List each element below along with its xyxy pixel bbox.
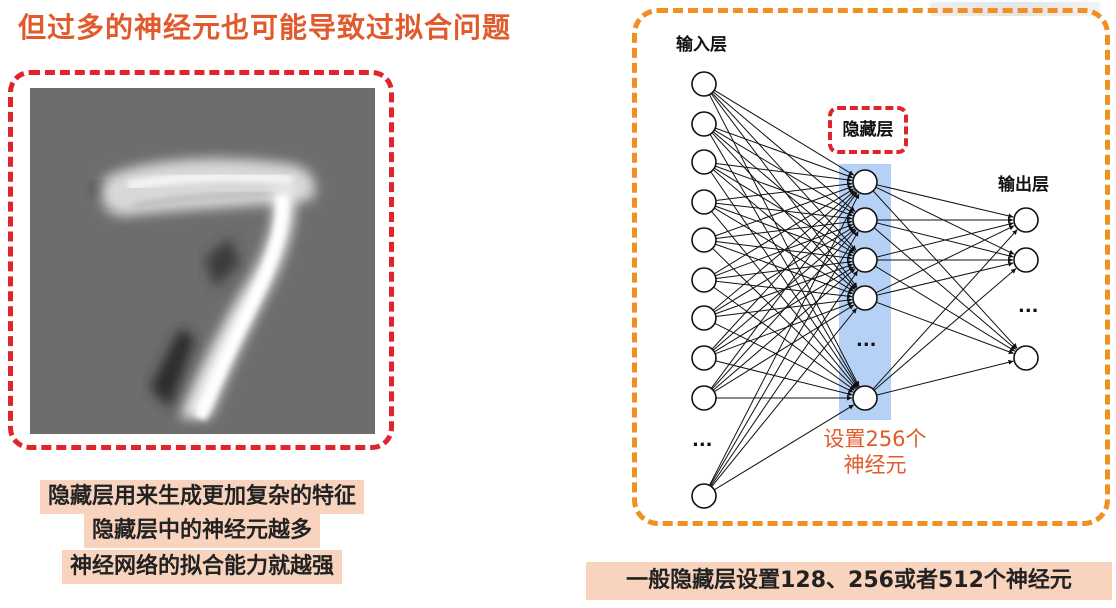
input-hidden-connection <box>712 91 856 212</box>
input-hidden-connection <box>715 297 853 317</box>
input-hidden-connection <box>714 188 855 275</box>
input-neuron <box>691 149 717 175</box>
neuron-count-note-line-2: 神经元 <box>843 453 907 477</box>
hidden-output-connection <box>873 227 1017 350</box>
hidden-neuron <box>852 207 878 233</box>
network-frame <box>632 8 1110 526</box>
hidden-output-connection <box>872 190 1018 349</box>
input-hidden-connection <box>713 304 855 393</box>
neuron-count-note: 设置256个 神经元 <box>790 426 960 478</box>
input-hidden-connection <box>715 181 853 201</box>
output-neuron <box>1013 345 1039 371</box>
output-neuron <box>1013 207 1039 233</box>
hidden-neuron <box>852 247 878 273</box>
input-neuron <box>691 345 717 371</box>
input-hidden-connection <box>713 286 855 391</box>
input-neuron <box>691 267 717 293</box>
hidden-output-connection <box>873 268 1017 391</box>
input-hidden-connection <box>711 210 858 389</box>
left-caption-line-3: 神经网络的拟合能力就越强 <box>0 550 404 584</box>
input-hidden-connection <box>712 248 857 390</box>
input-hidden-connection <box>709 94 860 387</box>
neural-network-diagram <box>691 71 1039 509</box>
input-hidden-connection <box>710 270 859 487</box>
input-hidden-connection <box>715 163 853 183</box>
input-hidden-connection <box>711 229 857 390</box>
hidden-output-connection <box>876 359 1014 396</box>
left-caption-line-1: 隐藏层用来生成更加复杂的特征 <box>0 480 404 514</box>
hidden-output-connection <box>875 225 1015 294</box>
left-caption-line-2: 隐藏层中的神经元越多 <box>0 514 404 548</box>
hidden-output-connection <box>876 184 1014 219</box>
bottom-caption: 一般隐藏层设置128、256或者512个神经元 <box>586 562 1112 600</box>
input-hidden-connection <box>710 192 858 389</box>
output-layer-label: 输出层 <box>998 175 1049 195</box>
input-hidden-connection <box>714 226 855 313</box>
input-neuron <box>691 71 717 97</box>
neuron-count-note-line-1: 设置256个 <box>823 427 927 451</box>
input-hidden-connection <box>709 134 859 388</box>
input-neuron <box>691 227 717 253</box>
digit-image <box>30 88 375 434</box>
input-hidden-connection <box>709 193 860 486</box>
input-layer-label: 输入层 <box>676 35 727 55</box>
input-hidden-connection <box>712 228 856 351</box>
input-hidden-connection <box>715 127 853 179</box>
input-neuron <box>691 385 717 411</box>
digit-seven-drawing <box>30 88 375 434</box>
input-neuron <box>691 483 717 509</box>
hidden-output-connection <box>876 301 1014 355</box>
hidden-layer-label: 隐藏层 <box>828 106 908 154</box>
hidden-neuron <box>852 169 878 195</box>
input-hidden-connection <box>715 219 853 239</box>
page-title: 但过多的神经元也可能导致过拟合问题 <box>18 11 512 44</box>
input-hidden-connection <box>712 268 856 391</box>
input-hidden-connection <box>711 307 858 488</box>
hidden-neuron <box>852 385 878 411</box>
input-hidden-connection <box>711 191 857 350</box>
output-ellipsis: ... <box>1018 296 1039 317</box>
input-hidden-connection <box>715 165 853 217</box>
hidden-output-connection <box>872 229 1018 390</box>
hidden-neuron <box>852 285 878 311</box>
input-ellipsis: ... <box>692 430 713 451</box>
hidden-output-connection <box>875 186 1015 255</box>
input-hidden-connection <box>712 190 856 311</box>
input-neuron <box>691 305 717 331</box>
input-hidden-connection <box>709 230 859 486</box>
digit-image-frame <box>8 70 394 450</box>
hidden-ellipsis: ... <box>856 330 877 351</box>
input-neuron <box>691 189 717 215</box>
output-neuron <box>1013 247 1039 273</box>
input-hidden-connection <box>715 185 853 237</box>
input-hidden-connection <box>710 171 859 388</box>
input-hidden-connection <box>714 89 855 176</box>
input-hidden-connection <box>714 404 855 491</box>
hidden-output-connection <box>876 261 1014 296</box>
input-neuron <box>691 111 717 137</box>
hidden-output-connection <box>876 221 1014 258</box>
